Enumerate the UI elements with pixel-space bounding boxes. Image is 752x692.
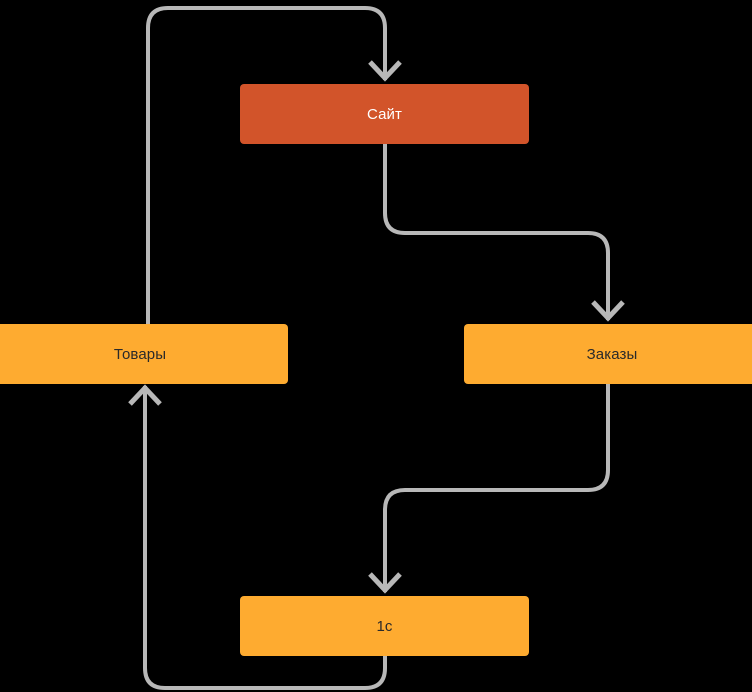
node-products[interactable]: Товары xyxy=(0,324,288,384)
edge-site-to-orders xyxy=(383,144,625,322)
node-onec[interactable]: 1с xyxy=(240,596,529,656)
edge-products-to-site xyxy=(146,6,402,324)
node-site[interactable]: Сайт xyxy=(240,84,529,144)
node-site-label: Сайт xyxy=(367,105,402,123)
edge-orders-to-onec xyxy=(368,384,610,594)
node-products-label: Товары xyxy=(113,345,167,363)
node-onec-label: 1с xyxy=(376,617,393,635)
node-orders-label: Заказы xyxy=(586,345,638,363)
edge-onec-to-products xyxy=(128,384,387,690)
node-orders[interactable]: Заказы xyxy=(464,324,752,384)
